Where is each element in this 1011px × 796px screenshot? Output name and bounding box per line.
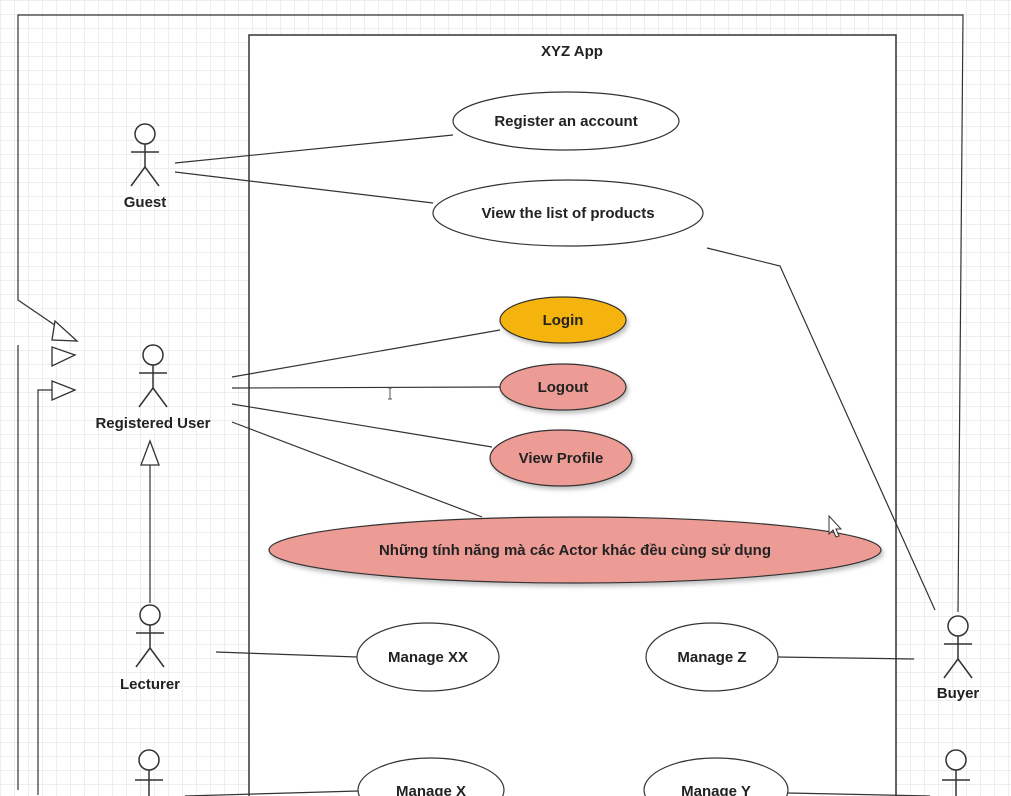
actor-partial-right[interactable] (942, 749, 970, 796)
svg-text:Register an account: Register an account (494, 113, 637, 130)
actor-buyer[interactable] (943, 615, 973, 679)
usecase-manage-y[interactable]: Manage Y (643, 757, 789, 796)
generalization-arrowhead-2 (51, 346, 77, 368)
usecase-login[interactable]: Login (499, 296, 627, 344)
actor-guest[interactable] (130, 123, 160, 187)
generalization-path-3[interactable] (37, 389, 52, 795)
assoc-guest-register[interactable] (174, 134, 454, 164)
svg-text:View the list of products: View the list of products (481, 205, 654, 222)
svg-text:Logout: Logout (538, 379, 589, 396)
usecase-register-account[interactable]: Register an account (452, 91, 680, 151)
actor-partial-left[interactable] (135, 749, 163, 796)
usecase-view-products[interactable]: View the list of products (432, 179, 704, 247)
assoc-actor-manage-x[interactable] (184, 790, 359, 796)
assoc-registered-view-profile[interactable] (231, 403, 493, 448)
usecase-manage-xx[interactable]: Manage XX (356, 622, 500, 692)
system-boundary[interactable] (248, 34, 897, 796)
svg-text:Những tính năng mà các Actor k: Những tính năng mà các Actor khác đều cù… (379, 542, 771, 559)
svg-text:Manage Z: Manage Z (677, 649, 746, 666)
svg-text:Manage XX: Manage XX (388, 649, 468, 666)
system-title: XYZ App (541, 43, 603, 60)
generalization-arrowhead-1 (51, 319, 79, 342)
mouse-cursor-icon (828, 514, 843, 538)
usecase-view-profile[interactable]: View Profile (489, 429, 633, 487)
usecase-shared-features[interactable]: Những tính năng mà các Actor khác đều cù… (268, 516, 882, 584)
actor-guest-label: Guest (124, 194, 167, 211)
actor-lecturer-label: Lecturer (120, 676, 180, 693)
assoc-buyer-view-products[interactable] (706, 247, 936, 611)
actor-buyer-label: Buyer (937, 685, 980, 702)
usecase-manage-z[interactable]: Manage Z (645, 622, 779, 692)
generalization-arrowhead-3 (51, 380, 77, 401)
assoc-registered-logout[interactable] (231, 386, 501, 389)
svg-text:Login: Login (543, 312, 584, 329)
usecase-manage-x[interactable]: Manage X (357, 757, 505, 796)
svg-text:View Profile: View Profile (519, 450, 604, 467)
buyer-generalization-path[interactable] (17, 14, 964, 613)
assoc-lecturer-manage-xx[interactable] (215, 651, 358, 658)
actor-registered-user-label: Registered User (95, 415, 210, 432)
text-cursor-icon (388, 387, 392, 400)
svg-text:Manage Y: Manage Y (681, 783, 751, 796)
svg-text:Manage X: Manage X (396, 783, 466, 796)
assoc-guest-view-products[interactable] (174, 171, 434, 204)
actor-lecturer[interactable] (135, 604, 165, 668)
assoc-buyer-manage-z[interactable] (776, 656, 915, 660)
usecase-logout[interactable]: Logout (499, 363, 627, 411)
actor-registered-user[interactable] (138, 344, 168, 408)
assoc-registered-shared[interactable] (231, 421, 483, 518)
lecturer-generalization-arrowhead (140, 439, 160, 466)
assoc-registered-login[interactable] (231, 329, 501, 378)
